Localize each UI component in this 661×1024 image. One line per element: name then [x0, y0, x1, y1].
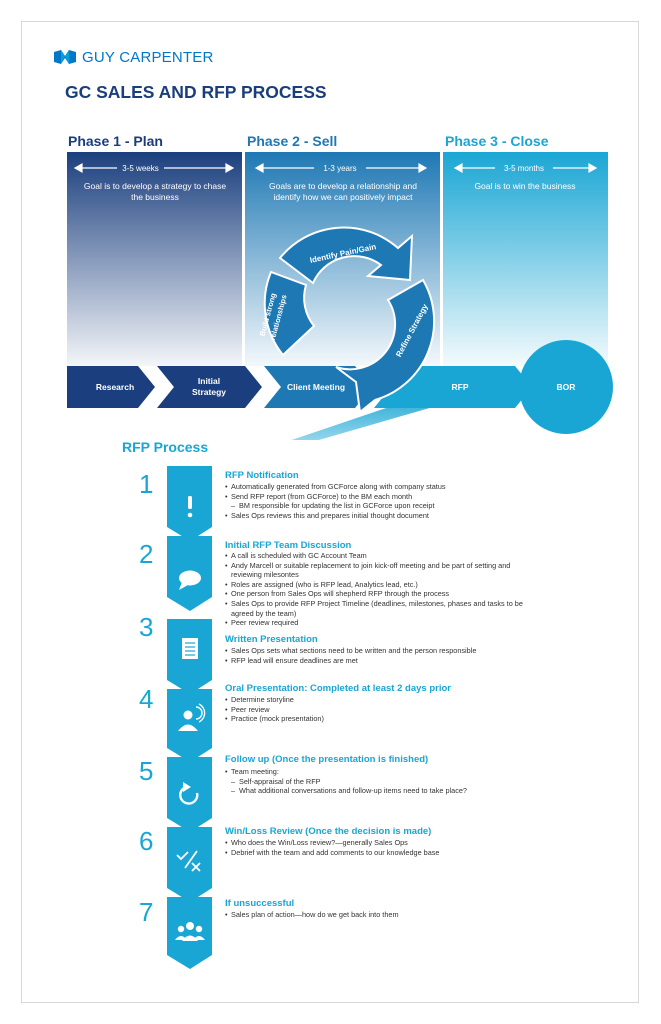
bullet-item: Andy Marcell or suitable replacement to … — [225, 561, 525, 580]
step-7-bullets: Sales plan of action—how do we get back … — [225, 910, 525, 920]
step-1-number: 1 — [139, 469, 154, 499]
bullet-item: One person from Sales Ops will shepherd … — [225, 589, 525, 599]
focus-beam — [291, 405, 440, 440]
page-frame — [21, 21, 639, 1003]
phase-2-title: Phase 2 - Sell — [247, 133, 338, 149]
relationship-cycle — [263, 226, 436, 414]
step-5-number: 5 — [139, 756, 154, 786]
guy-carpenter-logo-icon — [54, 50, 76, 64]
sub-bullet-item: What additional conversations and follow… — [225, 786, 525, 796]
bullet-item: A call is scheduled with GC Account Team — [225, 551, 525, 561]
step-3-title: Written Presentation — [225, 634, 318, 645]
phase-3-duration: 3-5 months — [503, 164, 545, 173]
step-5-bullets: Team meeting:Self-appraisal of the RFPWh… — [225, 767, 525, 796]
phase-2-duration: 1-3 years — [323, 164, 357, 173]
phase-2-duration-arrow — [254, 162, 428, 174]
bullet-item: Send RFP report (from GCForce) to the BM… — [225, 492, 525, 502]
page-title: GC SALES AND RFP PROCESS — [65, 82, 327, 102]
chevron-research — [67, 366, 155, 408]
step-4-bullets: Determine storylinePeer reviewPractice (… — [225, 695, 525, 724]
step-2-title: Initial RFP Team Discussion — [225, 540, 352, 551]
sub-bullet-item: Self-appraisal of the RFP — [225, 777, 525, 787]
sub-bullet-item: BM responsible for updating the list in … — [225, 501, 525, 511]
phase-3-goal: Goal is to win the business — [474, 181, 576, 191]
flow-initial-strategy-label: Initial Strategy — [191, 376, 226, 397]
phase-1-title: Phase 1 - Plan — [68, 133, 163, 149]
bullet-item: RFP lead will ensure deadlines are met — [225, 656, 525, 666]
logo-text: GUY CARPENTER — [82, 48, 214, 66]
bullet-item: Debrief with the team and add comments t… — [225, 848, 525, 858]
bullet-item: Who does the Win/Loss review?—generally … — [225, 838, 525, 848]
phase-3-duration-arrow — [453, 162, 598, 174]
bullet-item: Roles are assigned (who is RFP lead, Ana… — [225, 580, 525, 590]
bullet-item: Sales Ops reviews this and prepares init… — [225, 511, 525, 521]
step-2-bullets: A call is scheduled with GC Account Team… — [225, 551, 525, 628]
flow-bor-label: BOR — [556, 382, 576, 392]
bullet-item: Peer review required — [225, 618, 525, 628]
phase-3-title: Phase 3 - Close — [445, 133, 549, 149]
step-3-bullets: Sales Ops sets what sections need to be … — [225, 646, 525, 665]
step-7-number: 7 — [139, 897, 154, 927]
phase-2-goal: Goals are to develop a relationship and … — [269, 181, 417, 202]
step-2-number: 2 — [139, 539, 154, 569]
bullet-item: Team meeting: — [225, 767, 525, 777]
rfp-process-heading: RFP Process — [122, 439, 209, 455]
chevron-client-meeting — [264, 366, 372, 408]
step-6-bullets: Who does the Win/Loss review?—generally … — [225, 838, 525, 857]
step-1-title: RFP Notification — [225, 470, 299, 481]
step-1-bullets: Automatically generated from GCForce alo… — [225, 482, 525, 520]
step-6-number: 6 — [139, 826, 154, 856]
bullet-item: Peer review — [225, 705, 525, 715]
step-4-number: 4 — [139, 684, 154, 714]
step-3-number: 3 — [139, 612, 154, 642]
bullet-item: Practice (mock presentation) — [225, 714, 525, 724]
bullet-item: Sales Ops to provide RFP Project Timelin… — [225, 599, 525, 618]
bor-circle — [519, 340, 613, 434]
phase-1-duration-arrow — [73, 162, 235, 174]
phase-diagram — [67, 152, 613, 440]
phase-1-panel — [67, 152, 242, 366]
chevron-initial-strategy — [157, 366, 262, 408]
step-7-title: If unsuccessful — [225, 898, 295, 909]
flow-client-meeting-label: Client Meeting — [286, 382, 346, 392]
step-4-title: Oral Presentation: Completed at least 2 … — [225, 683, 451, 694]
flow-research-label: Research — [95, 382, 135, 392]
step-6-title: Win/Loss Review (Once the decision is ma… — [225, 826, 432, 837]
bullet-item: Sales Ops sets what sections need to be … — [225, 646, 525, 656]
flow-rfp-label: RFP — [451, 382, 469, 392]
logo: GUY CARPENTER — [54, 47, 214, 67]
bullet-item: Automatically generated from GCForce alo… — [225, 482, 525, 492]
bullet-item: Sales plan of action—how do we get back … — [225, 910, 525, 920]
bullet-item: Determine storyline — [225, 695, 525, 705]
phase-1-duration: 3-5 weeks — [122, 164, 159, 173]
phase-1-goal: Goal is to develop a strategy to chase t… — [83, 181, 227, 202]
step-5-title: Follow up (Once the presentation is fini… — [225, 754, 429, 765]
phase-3-panel — [443, 152, 608, 366]
